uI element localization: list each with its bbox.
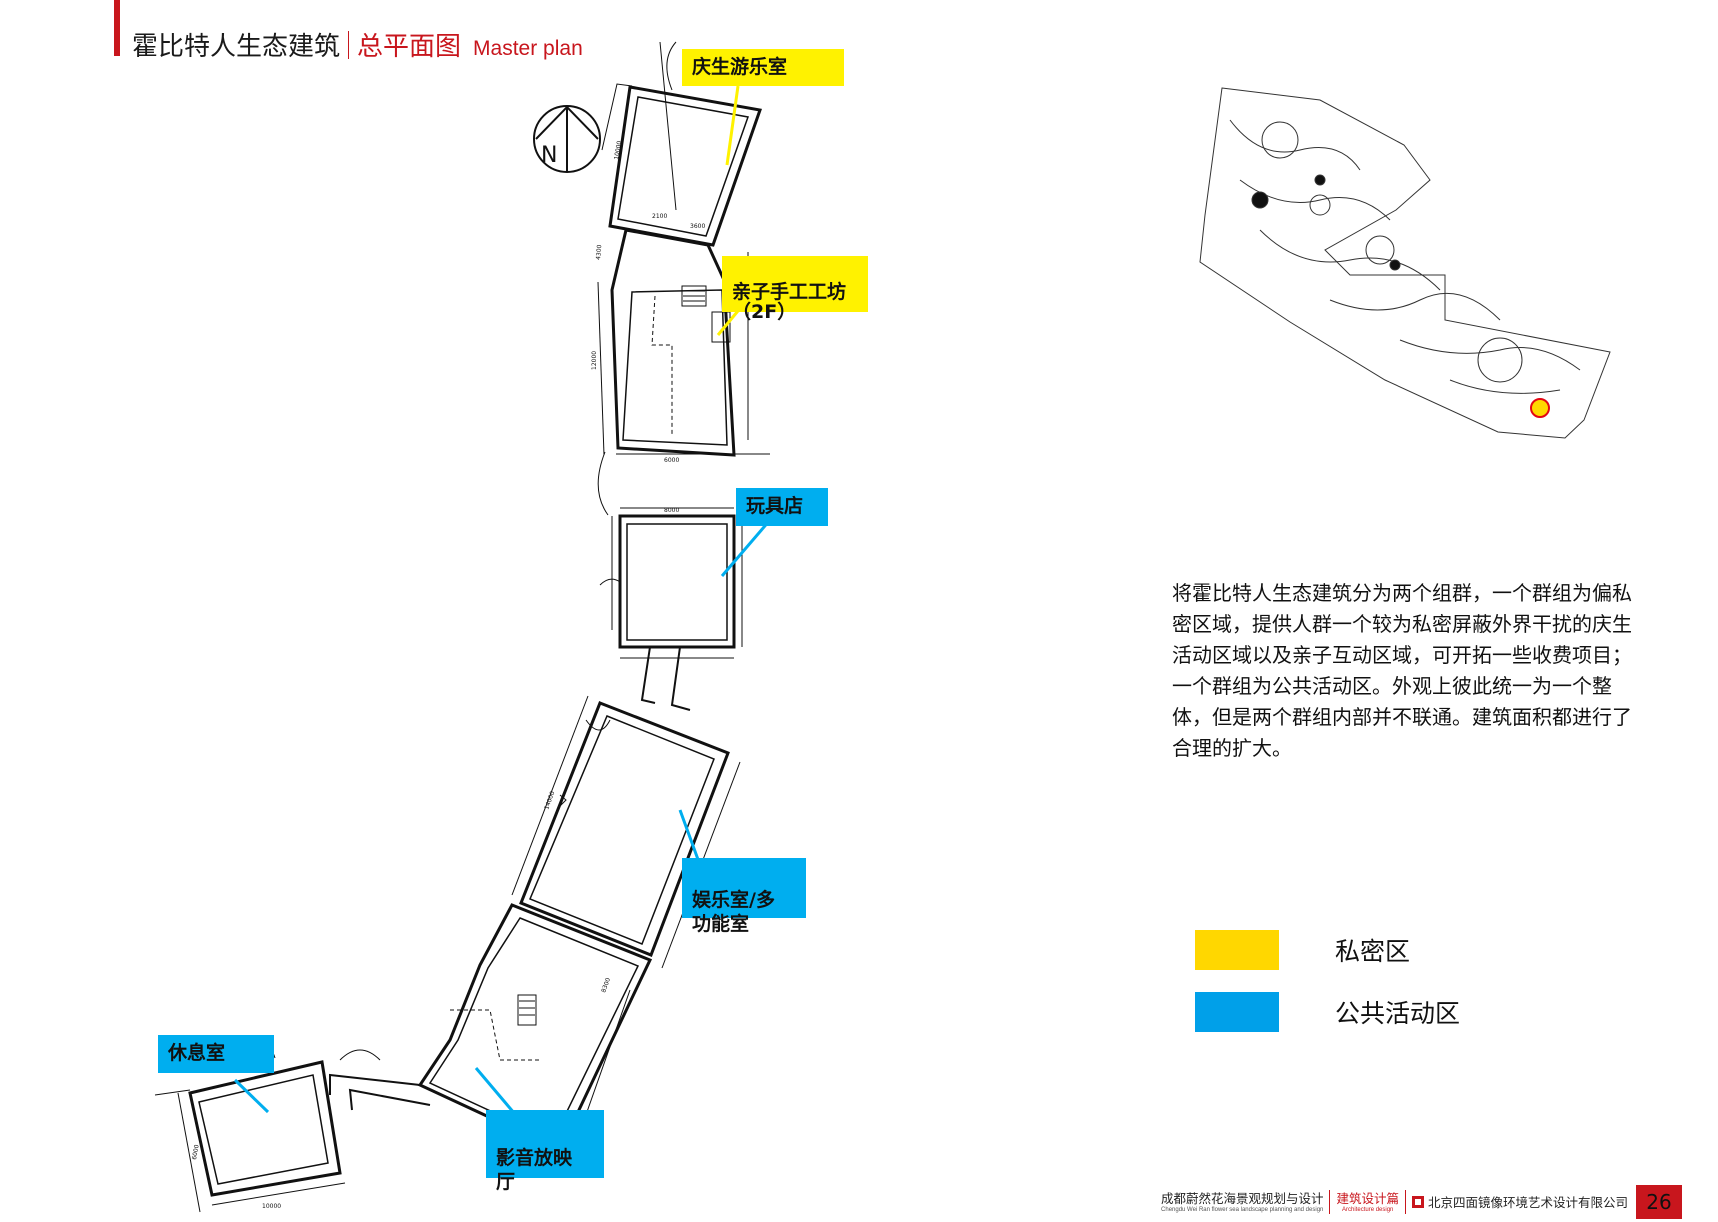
site-plan-thumbnail bbox=[1199, 87, 1611, 439]
header-divider bbox=[348, 30, 350, 59]
page-subtitle-en: Master plan bbox=[473, 37, 583, 60]
zone-label-party-room: 庆生游乐室 bbox=[682, 49, 844, 86]
legend-swatch-public bbox=[1195, 992, 1279, 1032]
header-accent-bar bbox=[114, 0, 120, 56]
dimension-label: 12000 bbox=[591, 351, 598, 370]
legend-item-public: 公共活动区 bbox=[1195, 992, 1460, 1032]
zone-label-toy-shop: 玩具店 bbox=[736, 488, 828, 526]
legend-item-private: 私密区 bbox=[1195, 930, 1410, 970]
footer-company: 北京四面镜像环境艺术设计有限公司 bbox=[1427, 1194, 1628, 1210]
legend-swatch-private bbox=[1195, 930, 1279, 970]
zone-label-text: 庆生游乐室 bbox=[692, 56, 788, 78]
dimension-label: 14000 bbox=[543, 790, 556, 811]
building-toy-shop bbox=[599, 507, 743, 659]
dimension-label: 10000 bbox=[613, 140, 623, 160]
building-multifunction-room bbox=[511, 695, 741, 969]
footer-section: 建筑设计篇 Architecture design bbox=[1336, 1191, 1399, 1214]
compass-north-label: N bbox=[541, 143, 557, 168]
description-text: 将霍比特人生态建筑分为两个组群，一个群组为偏私密区域，提供人群一个较为私密屏蔽外… bbox=[1172, 581, 1632, 760]
page-number: 26 bbox=[1636, 1185, 1682, 1219]
zone-label-workshop: 亲子手工工坊 （2F） bbox=[722, 256, 868, 322]
dimension-label: 8300 bbox=[600, 977, 612, 994]
footer-project-title: 成都蔚然花海景观规划与设计 bbox=[1160, 1190, 1324, 1206]
zone-label-multifunction-room: 娱乐室/多 功能室 bbox=[682, 858, 806, 935]
zone-label-rest-room: 休息室 bbox=[158, 1035, 274, 1073]
page-footer: 成都蔚然花海景观规划与设计 Chengdu Wei Ran flower sea… bbox=[1161, 1182, 1682, 1222]
north-compass-icon bbox=[533, 105, 601, 173]
dimension-label: 6000 bbox=[191, 1144, 201, 1160]
zone-label-text: 亲子手工工坊 （2F） bbox=[732, 281, 847, 323]
legend-label-private: 私密区 bbox=[1335, 937, 1411, 966]
zone-label-text: 休息室 bbox=[168, 1042, 226, 1064]
legend-label-public: 公共活动区 bbox=[1335, 999, 1461, 1028]
zone-label-text: 影音放映 厅 bbox=[496, 1147, 573, 1193]
footer-divider bbox=[1329, 1190, 1331, 1214]
building-rest-room bbox=[154, 1060, 346, 1213]
description-paragraph: 将霍比特人生态建筑分为两个组群，一个群组为偏私密区域，提供人群一个较为私密屏蔽外… bbox=[1172, 578, 1642, 764]
dimension-label: 3600 bbox=[690, 223, 705, 230]
dimension-label: 8000 bbox=[664, 507, 679, 514]
zone-label-cinema: 影音放映 厅 bbox=[486, 1110, 604, 1193]
dimension-label: 2100 bbox=[652, 213, 667, 220]
dimension-label: 10000 bbox=[262, 1203, 281, 1210]
page-header: 霍比特人生态建筑 总平面图 Master plan bbox=[132, 26, 583, 63]
footer-project: 成都蔚然花海景观规划与设计 Chengdu Wei Ran flower sea… bbox=[1161, 1191, 1324, 1214]
footer-divider bbox=[1404, 1190, 1406, 1214]
footer-section-title-en: Architecture design bbox=[1342, 1206, 1394, 1213]
dimension-label: 6000 bbox=[664, 457, 679, 464]
page-subtitle: 总平面图 bbox=[357, 32, 462, 62]
dimension-label: 4300 bbox=[595, 244, 603, 260]
zone-label-text: 娱乐室/多 功能室 bbox=[692, 889, 775, 935]
zone-label-text: 玩具店 bbox=[746, 495, 804, 517]
building-party-room bbox=[601, 41, 762, 247]
page-title: 霍比特人生态建筑 bbox=[132, 32, 341, 62]
footer-project-title-en: Chengdu Wei Ran flower sea landscape pla… bbox=[1161, 1206, 1324, 1213]
company-logo-icon bbox=[1411, 1196, 1424, 1208]
footer-section-title: 建筑设计篇 bbox=[1336, 1190, 1399, 1206]
